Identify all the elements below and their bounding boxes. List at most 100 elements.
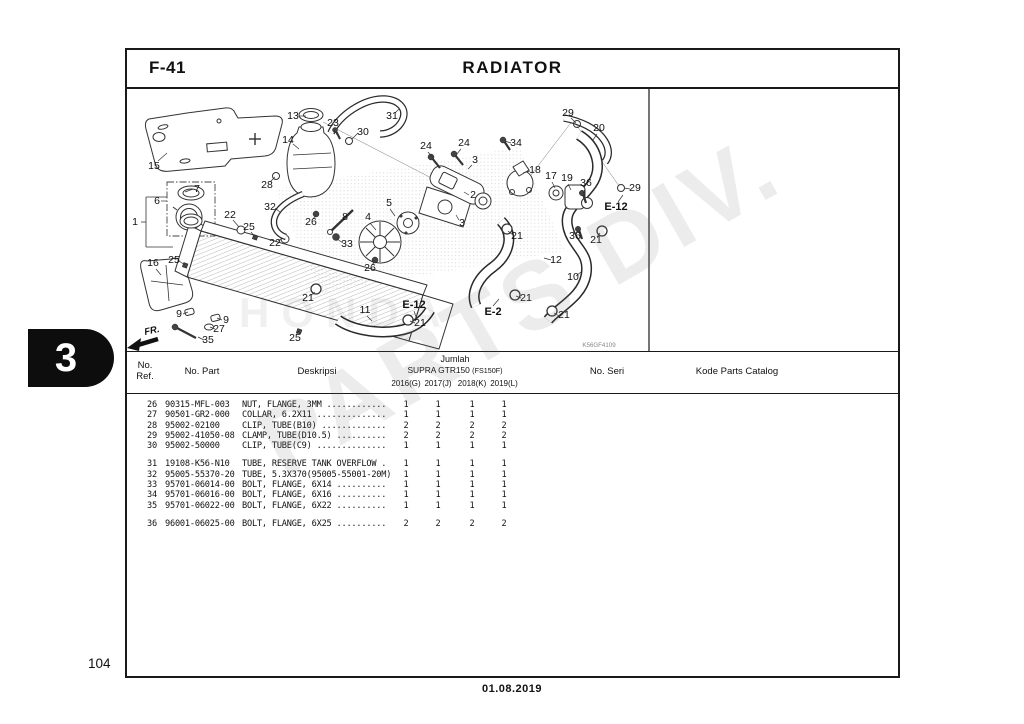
radiator-diagram-svg: HONDA FR. K56GF4109 15132330142876122253… xyxy=(127,89,650,351)
diagram-callout: 29 xyxy=(629,182,641,194)
diagram-callout: 30 xyxy=(357,126,369,138)
callout-leader-line xyxy=(596,232,601,238)
callout-leader-line xyxy=(570,117,577,124)
diagram-callout: 9 xyxy=(176,308,182,320)
callout-leader-line xyxy=(623,187,631,190)
col-model: SUPRA GTR150 (FS150F) xyxy=(407,365,503,375)
diagram-callout: 25 xyxy=(243,221,255,233)
diagram-callout: 2 xyxy=(470,189,476,201)
diagram-callout: 21 xyxy=(414,317,426,329)
callout-leader-line xyxy=(553,312,560,317)
callout-leader-line xyxy=(333,128,338,136)
diagram-callout: 1 xyxy=(132,216,138,228)
page-number: 104 xyxy=(88,656,111,671)
callout-leader-line xyxy=(312,214,317,220)
callout-leader-line xyxy=(184,188,194,193)
callout-leader-line xyxy=(197,336,205,341)
year-header: 2019(L) xyxy=(490,379,518,388)
callout-leader-line xyxy=(567,183,572,191)
diagram-callout: 8 xyxy=(342,211,348,223)
hose-11 xyxy=(334,307,435,338)
diagram-reference-label: E-12 xyxy=(402,299,425,311)
halftone-region xyxy=(275,147,565,293)
diagram-callout: 36 xyxy=(569,230,581,242)
callout-leader-line xyxy=(157,152,168,162)
callout-leader-line xyxy=(351,132,359,140)
publish-date: 01.08.2019 xyxy=(481,683,543,695)
diagram-callout: 22 xyxy=(224,209,236,221)
callout-leader-line xyxy=(467,164,473,170)
col-desc: Deskripsi xyxy=(297,366,337,377)
diagram-callout: 26 xyxy=(305,216,317,228)
callout-leader-line xyxy=(455,214,460,221)
callout-leader-line xyxy=(209,326,216,330)
year-header: 2018(K) xyxy=(457,379,487,388)
diagram-callout: 6 xyxy=(154,195,160,207)
diagram-callout: 16 xyxy=(147,257,159,269)
cooling-fan xyxy=(358,220,402,264)
hose-10 xyxy=(543,130,603,324)
diagram-callout: 20 xyxy=(593,122,605,134)
callout-leader-line xyxy=(178,260,186,266)
diagram-callout: 5 xyxy=(386,197,392,209)
section-tab: 3 xyxy=(28,329,114,387)
content-frame: F-41 RADIATOR xyxy=(125,48,900,678)
diagram-callout: 31 xyxy=(386,110,398,122)
diagram-callout: 10 xyxy=(567,271,579,283)
callout-leader-line xyxy=(369,222,377,231)
callout-leader-line xyxy=(551,181,556,189)
diagram-callout: 24 xyxy=(458,137,470,149)
diagram-callout: 21 xyxy=(511,230,523,242)
diagram-callout: 26 xyxy=(364,262,376,274)
diagram-callout: 12 xyxy=(550,254,562,266)
diagram-callout: 18 xyxy=(529,164,541,176)
callout-leader-line xyxy=(155,268,162,276)
tube-32 xyxy=(270,190,305,241)
callout-leader-line xyxy=(507,230,514,236)
thermostat-housing xyxy=(506,160,593,210)
callout-leader-line xyxy=(504,140,512,144)
callout-leader-line xyxy=(592,133,598,141)
diagram-callout: 21 xyxy=(302,292,314,304)
year-headers: 2016(G)2017(J) 2018(K)2019(L) xyxy=(127,352,898,393)
diagram-callout: 4 xyxy=(365,211,371,223)
col-part: No. Part xyxy=(184,366,220,377)
year-header: 2016(G) xyxy=(391,379,421,388)
callout-leader-line xyxy=(427,151,434,159)
col-jumlah: Jumlah xyxy=(440,354,470,364)
year-header: 2017(J) xyxy=(424,379,452,388)
callout-leader-line xyxy=(543,257,552,261)
diagram-callout: 21 xyxy=(520,292,532,304)
diagram-callout: 13 xyxy=(287,110,299,122)
diagram-callout: 15 xyxy=(148,160,160,172)
callout-leader-line xyxy=(575,228,580,234)
page-title: RADIATOR xyxy=(462,58,563,77)
callout-leader-line xyxy=(274,207,282,214)
diagram-callout: 27 xyxy=(213,323,225,335)
callout-leader-line xyxy=(333,220,342,229)
callout-leader-line xyxy=(250,231,256,238)
diagram-callout: 25 xyxy=(289,332,301,344)
diagram-callout: 36 xyxy=(580,177,592,189)
diagram-callout: 22 xyxy=(269,237,281,249)
diagram-callout: 21 xyxy=(590,234,602,246)
callout-leader-line xyxy=(269,176,276,183)
diagram-reference-label: E-2 xyxy=(484,306,501,318)
reserve-tank xyxy=(286,108,336,198)
tube-20 xyxy=(563,114,612,165)
diagram-callout: 21 xyxy=(558,309,570,321)
diagram-code: K56GF4109 xyxy=(582,342,616,349)
diagram-callout: 3 xyxy=(459,217,465,229)
callout-leader-line xyxy=(582,188,586,195)
diagram-callout: 11 xyxy=(360,304,371,316)
callout-leader-line xyxy=(515,295,522,299)
